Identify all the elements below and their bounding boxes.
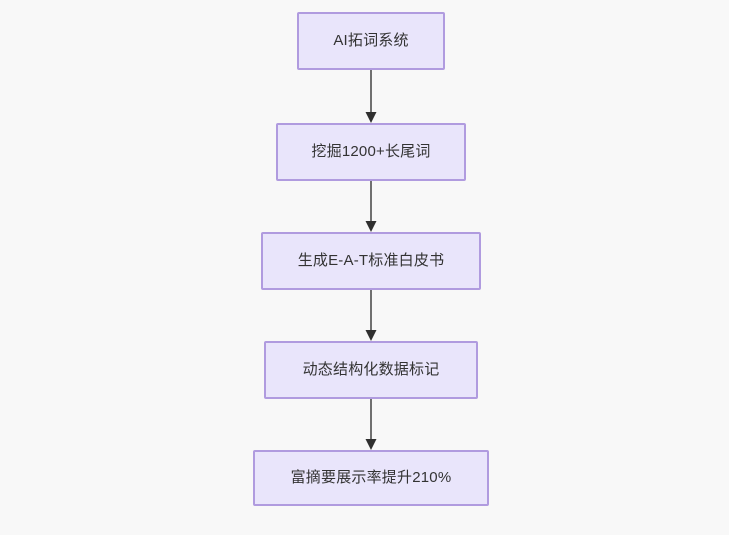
flow-node-label: AI拓词系统 — [333, 32, 409, 49]
flow-node-label: 挖掘1200+长尾词 — [311, 143, 431, 160]
edge-n3-n4 — [365, 290, 377, 341]
edge-n1-n2 — [365, 70, 377, 123]
flow-node-ai-keyword-system[interactable]: AI拓词系统 — [297, 12, 445, 70]
flow-node-label: 富摘要展示率提升210% — [290, 469, 452, 486]
flow-node-dynamic-structured-data[interactable]: 动态结构化数据标记 — [264, 341, 478, 399]
edge-n4-n5 — [365, 399, 377, 450]
flow-node-generate-eat-whitepaper[interactable]: 生成E-A-T标准白皮书 — [261, 232, 481, 290]
flow-node-rich-snippet-uplift[interactable]: 富摘要展示率提升210% — [253, 450, 489, 506]
edge-n2-n3 — [365, 181, 377, 232]
flow-node-label: 动态结构化数据标记 — [302, 361, 440, 378]
flow-node-mine-longtail-keywords[interactable]: 挖掘1200+长尾词 — [276, 123, 466, 181]
flow-node-label: 生成E-A-T标准白皮书 — [297, 252, 445, 269]
